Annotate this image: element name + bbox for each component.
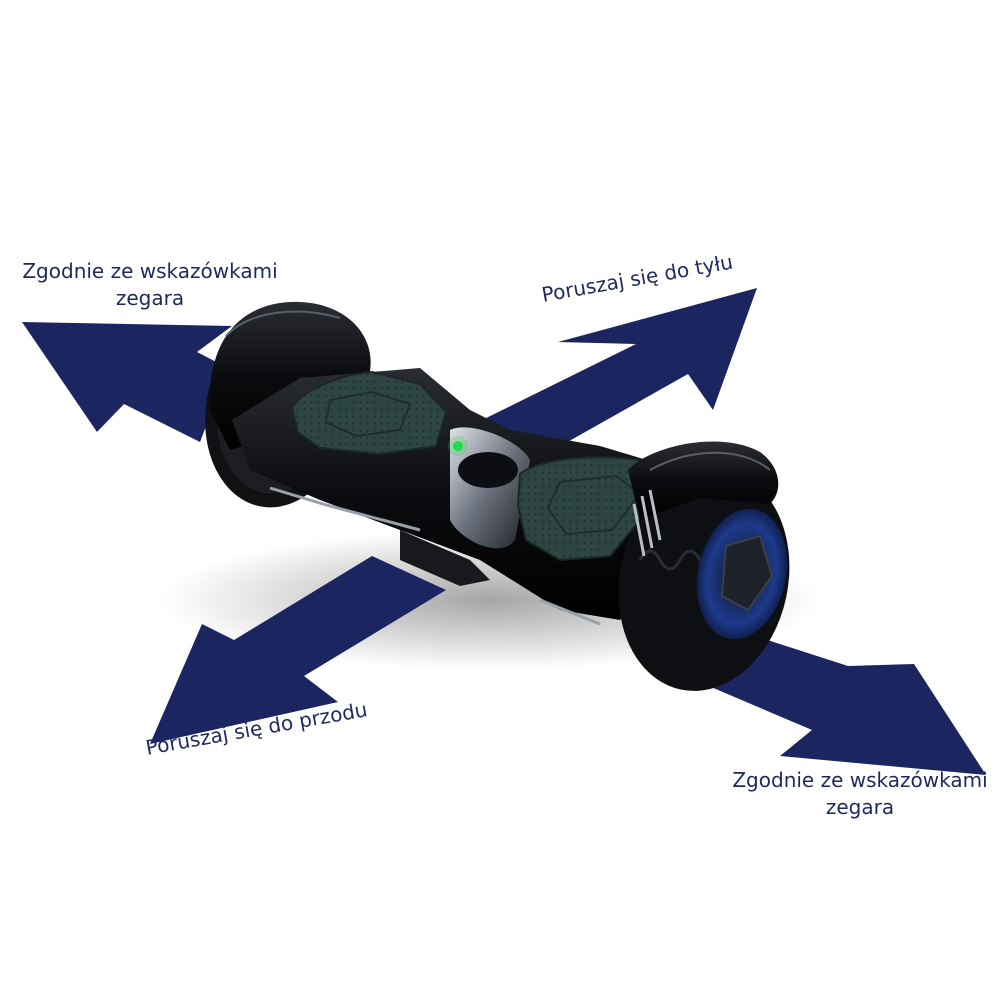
label-line: zegara <box>115 286 185 310</box>
arrow-down-right-icon <box>704 628 986 775</box>
left-footpad <box>290 370 448 456</box>
label-line: Zgodnie ze wskazówkami <box>732 768 988 792</box>
hoverboard <box>205 301 790 691</box>
right-footpad <box>516 456 670 562</box>
under-bracket <box>400 530 490 586</box>
right-wheel <box>618 469 790 691</box>
label-line: zegara <box>825 795 895 819</box>
arrow-down-left-icon <box>150 556 446 744</box>
right-fender <box>628 441 779 520</box>
arrow-up-right-icon <box>470 288 757 480</box>
arrow-up-left-icon <box>22 322 232 442</box>
front-light-bar <box>632 489 662 557</box>
label-line: Zgodnie ze wskazówkami <box>22 259 278 283</box>
label-clockwise-top-left: Zgodnie ze wskazówkami zegara <box>10 258 290 312</box>
status-led <box>453 441 463 451</box>
label-clockwise-bottom-right: Zgodnie ze wskazówkami zegara <box>720 767 1000 821</box>
